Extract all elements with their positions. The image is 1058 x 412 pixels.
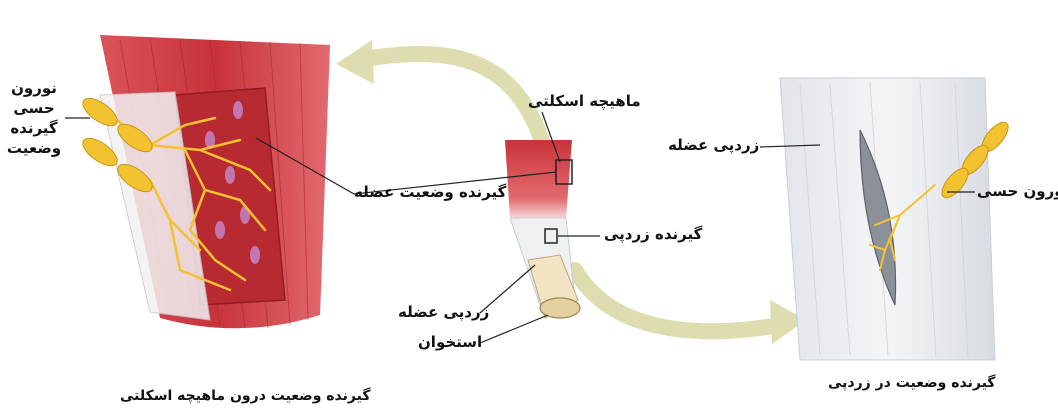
caption-left: گیرنده وضعیت درون ماهیچه اسکلتی [120,388,371,404]
right-tendon-illustration [779,77,1009,361]
label-muscle-position-receptor: گیرنده وضعیت عضله [354,183,507,201]
label-line-1: نورون [11,79,57,97]
tendon-receptor-box [544,228,558,244]
caption-right: گیرنده وضعیت در زردپی [828,375,996,391]
label-muscle-tendon-center: زردپی عضله [398,303,490,321]
arrow-head-right [770,300,806,344]
label-sensory-neuron: نورون حسی [977,182,1058,200]
label-line-4: وضعیت [6,139,62,157]
arrow-head-left [336,40,374,84]
label-muscle-tendon-right: زردپی عضله [668,136,760,154]
label-sensory-position-neuron: نورون حسی گیرنده وضعیت [4,78,64,158]
arrow-to-left-panel [352,46,553,158]
arrow-to-right-panel [567,262,788,340]
sensory-neuron-right [941,121,1009,199]
sensory-neuron-bundle-left [82,97,153,193]
label-skeletal-muscle: ماهیچه اسکلتی [528,92,641,110]
label-bone: استخوان [418,333,483,351]
label-line-2: حسی [13,99,55,117]
center-limb-illustration [505,140,581,319]
leader-lines [65,111,975,344]
label-tendon-receptor: گیرنده زردپی [604,225,703,243]
label-line-3: گیرنده [10,119,58,137]
left-muscle-illustration [82,35,330,329]
golgi-tendon-organ [859,129,897,306]
